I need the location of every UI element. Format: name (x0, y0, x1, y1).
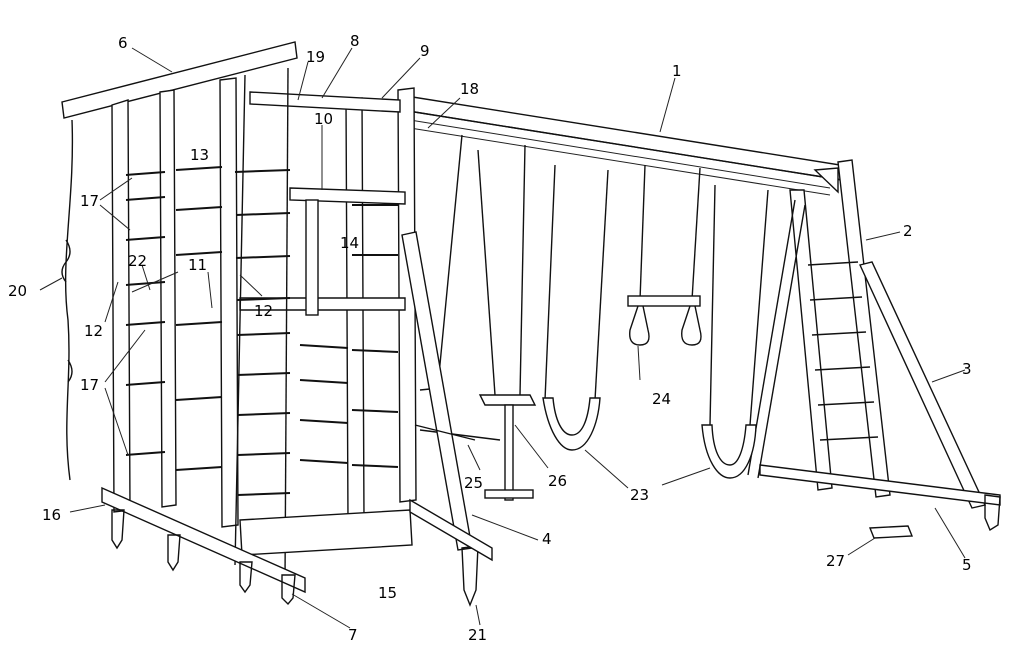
callout-24: 24 (652, 390, 671, 408)
callout-9: 9 (420, 42, 430, 60)
callout-5: 5 (962, 556, 972, 574)
callout-19: 19 (306, 48, 325, 66)
glider-assembly (419, 387, 537, 501)
anchor-pad (868, 525, 914, 539)
callout-1: 1 (672, 62, 682, 80)
main-swing-beam (399, 94, 843, 196)
swing-seat-right (701, 424, 757, 479)
callout-7: 7 (348, 626, 358, 644)
play-tower (61, 41, 493, 607)
callout-4: 4 (542, 530, 552, 548)
callout-14: 14 (340, 234, 359, 252)
callout-22: 22 (128, 252, 147, 270)
callout-15: 15 (378, 584, 397, 602)
callout-labels: 1 2 3 4 5 6 7 8 9 10 11 12 12 13 14 15 1… (8, 32, 972, 644)
swing-seat-left (542, 397, 601, 451)
callout-10: 10 (314, 110, 333, 128)
callout-25: 25 (464, 474, 483, 492)
callout-12-left: 12 (84, 322, 103, 340)
callout-8: 8 (350, 32, 360, 50)
callout-17-bottom: 17 (80, 376, 99, 394)
leader-lines (39, 47, 966, 629)
callout-2: 2 (903, 222, 913, 240)
callout-18: 18 (460, 80, 479, 98)
callout-3: 3 (962, 360, 972, 378)
callout-17-top: 17 (80, 192, 99, 210)
callout-23: 23 (630, 486, 649, 504)
callout-16: 16 (42, 506, 61, 524)
callout-26: 26 (548, 472, 567, 490)
callout-13: 13 (190, 146, 209, 164)
trapeze-bar (627, 295, 702, 346)
callout-20: 20 (8, 282, 27, 300)
swing-chains (437, 134, 769, 426)
callout-11: 11 (188, 256, 207, 274)
right-a-frame (747, 159, 1001, 532)
callout-6: 6 (118, 34, 128, 52)
callout-12-right: 12 (254, 302, 273, 320)
callout-27: 27 (826, 552, 845, 570)
callout-21: 21 (468, 626, 487, 644)
